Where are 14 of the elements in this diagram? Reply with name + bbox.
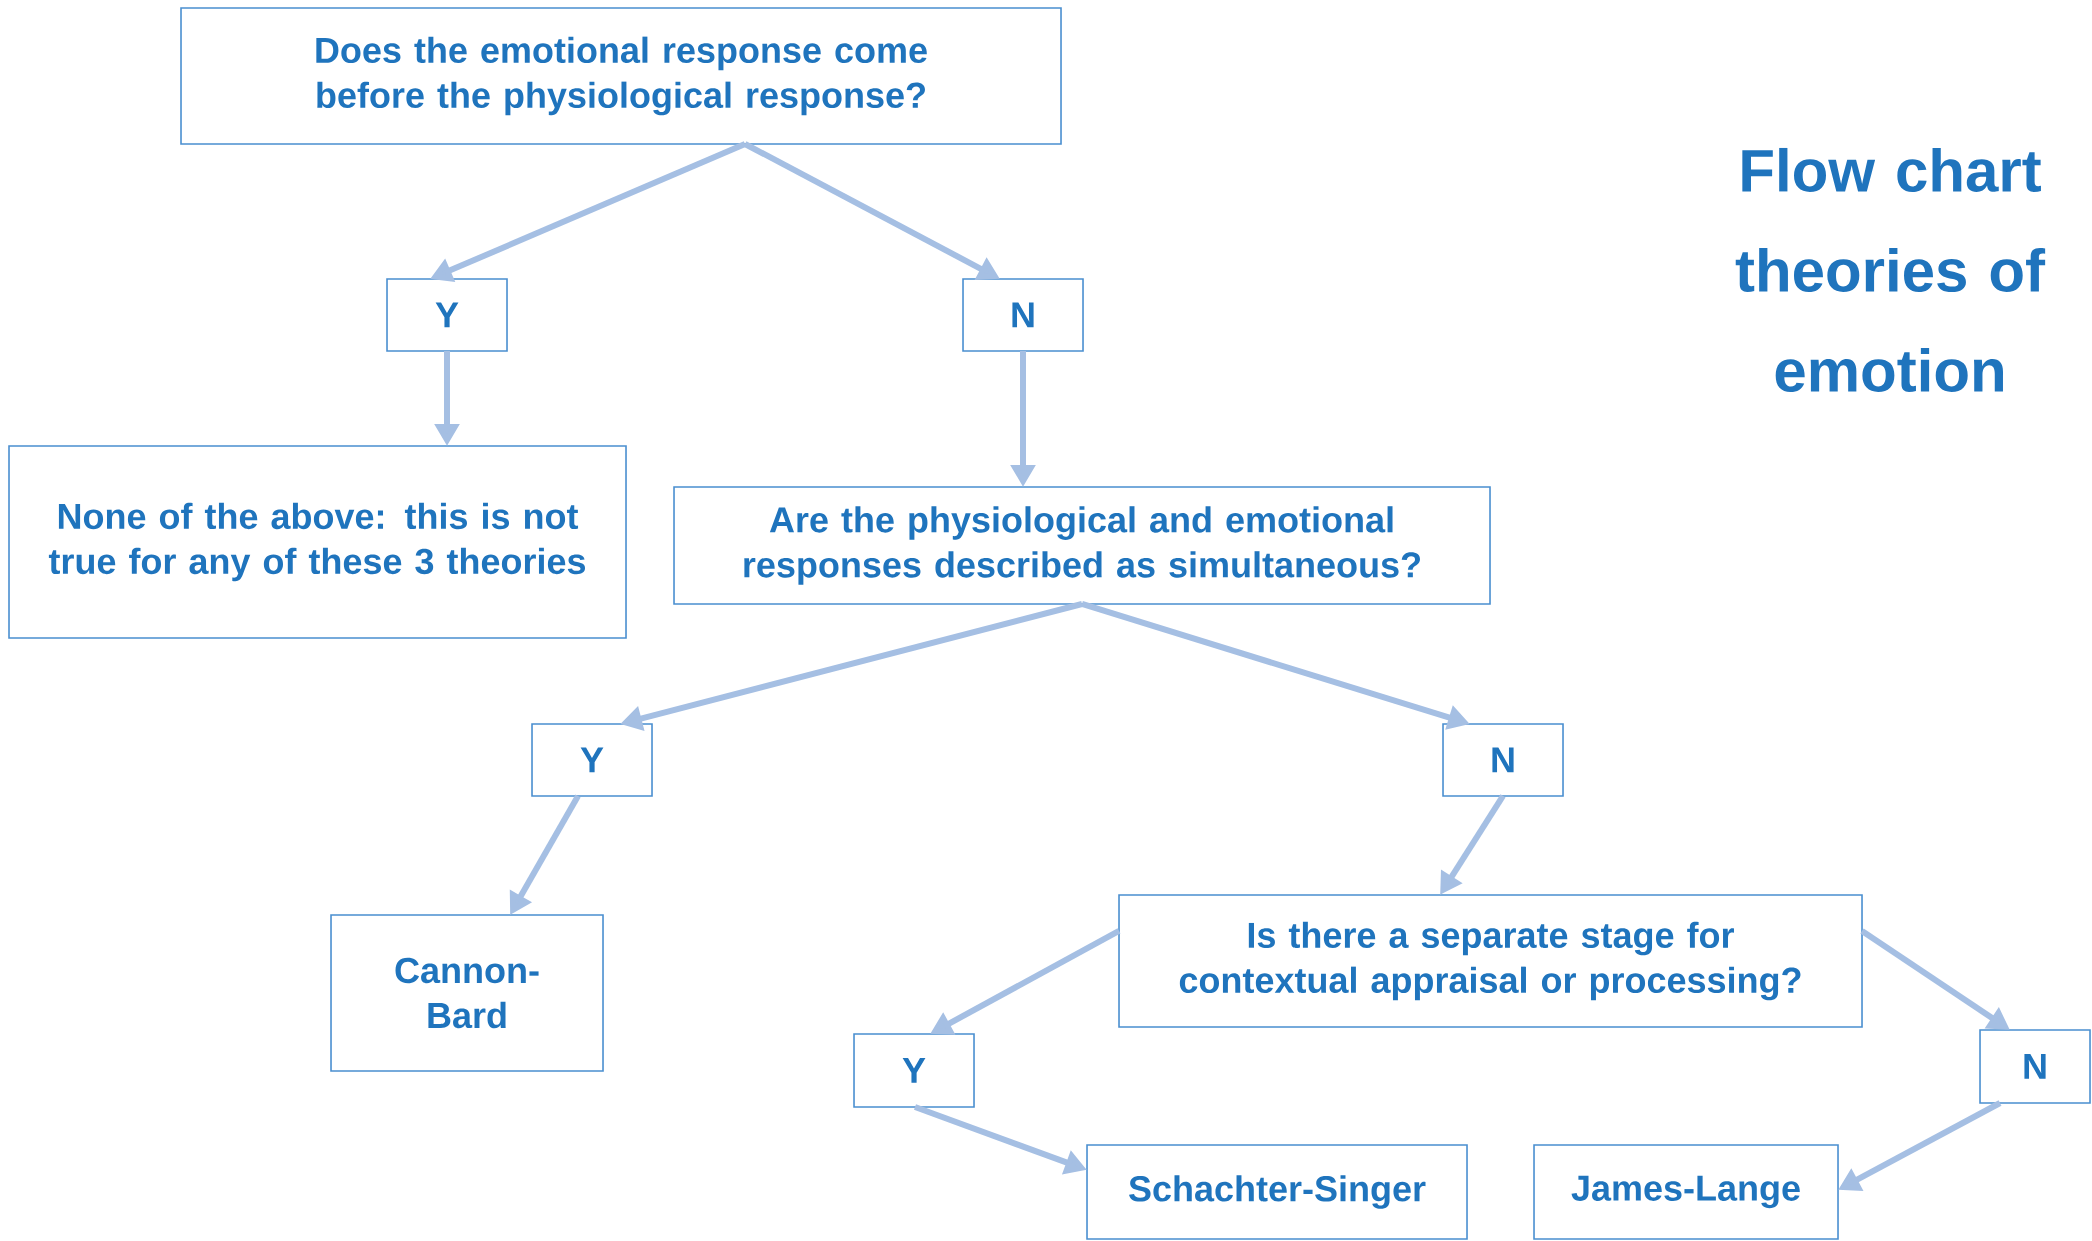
result-box: James-Lange bbox=[1533, 1144, 1839, 1240]
answer-box: N bbox=[1979, 1029, 2091, 1104]
answer-box: Y bbox=[386, 278, 508, 352]
answer-box: Y bbox=[531, 723, 653, 797]
question-box: Does the emotional response come before the physiological response? bbox=[180, 7, 1062, 145]
result-box: Schachter-Singer bbox=[1086, 1144, 1468, 1240]
title: Flow chart theories of emotion bbox=[1735, 147, 2046, 392]
result-box: None of the above: this is not true for any of these 3 theories bbox=[8, 445, 627, 639]
question-box: Are the physiological and emotional responses described as simultaneous? bbox=[673, 486, 1491, 605]
answer-box: N bbox=[1442, 723, 1564, 797]
question-box: Is there a separate stage for contextual appraisal or processing? bbox=[1118, 894, 1863, 1028]
answer-box: N bbox=[962, 278, 1084, 352]
answer-box: Y bbox=[853, 1033, 975, 1108]
result-box: Cannon-Bard bbox=[330, 914, 604, 1072]
